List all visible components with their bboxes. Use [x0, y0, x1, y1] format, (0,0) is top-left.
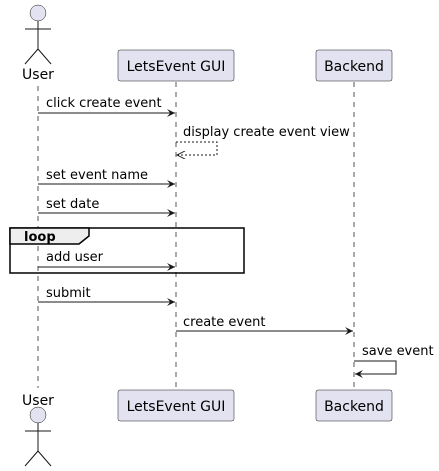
actor-head [29, 4, 47, 22]
loop-frame: loop [9, 227, 245, 274]
actor-leg-left [24, 450, 39, 467]
message-label: save event [362, 344, 434, 359]
actor-leg-left [24, 48, 39, 65]
message-add-user: add user [38, 250, 175, 271]
message-set-date: set date [38, 197, 175, 217]
actor-head [29, 406, 47, 424]
loop-frame-border [9, 227, 245, 274]
participant-box [315, 49, 393, 82]
loop-frame-tab [9, 227, 90, 245]
message-label: set date [46, 197, 99, 212]
message-set-event-name: set event name [38, 168, 175, 188]
participant-gui-label: LetsEvent GUI [127, 399, 226, 415]
participant-box [117, 49, 235, 82]
message-self-arrow [176, 141, 218, 155]
actor-user-label: User [22, 393, 54, 409]
participant-backend-top: Backend [315, 49, 393, 82]
message-label: set event name [46, 168, 148, 183]
participant-backend-label: Backend [324, 399, 384, 415]
message-label: create event [183, 315, 265, 330]
loop-frame-label: loop [24, 230, 56, 245]
message-click-create-event: click create event [38, 96, 175, 117]
participant-backend-label: Backend [324, 59, 384, 75]
actor-leg-right [37, 48, 52, 65]
actor-leg-right [37, 450, 52, 467]
message-create-event: create event [176, 315, 353, 335]
participant-gui-top: LetsEvent GUI [117, 49, 235, 82]
actor-user-bottom: User [22, 393, 54, 467]
participant-box [315, 389, 393, 422]
message-self-arrow [354, 360, 397, 378]
message-display-create-event-view: display create event view [176, 125, 350, 155]
participant-backend-bottom: Backend [315, 389, 393, 422]
participant-gui-bottom: LetsEvent GUI [117, 389, 235, 422]
participant-box [117, 389, 235, 422]
message-label: add user [46, 250, 104, 265]
message-submit: submit [38, 286, 175, 306]
message-save-event: save event [354, 344, 434, 378]
actor-user-label: User [22, 67, 54, 83]
actor-user-top: User [22, 4, 54, 83]
message-label: click create event [46, 96, 162, 111]
message-label: display create event view [183, 125, 350, 140]
message-label: submit [46, 286, 91, 301]
participant-gui-label: LetsEvent GUI [127, 59, 226, 75]
